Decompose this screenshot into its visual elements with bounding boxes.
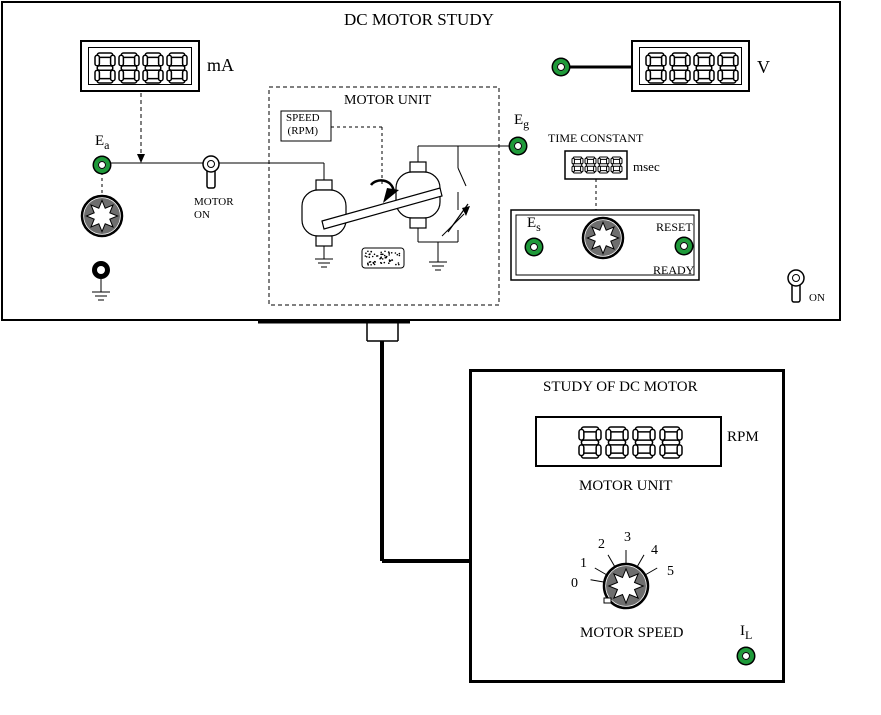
knob[interactable] — [581, 216, 625, 260]
rpm-digits — [578, 426, 683, 459]
dial-mark-0: 0 — [571, 576, 578, 591]
motor-speed-label: MOTOR SPEED — [580, 625, 684, 641]
speed-rpm-label: SPEED (RPM) — [286, 112, 320, 137]
seven-seg-digit — [659, 426, 683, 459]
il-jack[interactable] — [738, 648, 754, 664]
rpm-display — [535, 416, 722, 467]
seven-seg-digit — [632, 426, 656, 459]
il-label: IL — [740, 623, 753, 642]
seven-seg-digit — [142, 52, 164, 84]
dial-mark-4: 4 — [651, 543, 658, 558]
reset-label: RESET — [656, 220, 693, 234]
seven-seg-digit — [693, 52, 715, 84]
power-on-label: ON — [809, 292, 825, 304]
dial-mark-2: 2 — [598, 537, 605, 552]
eg-label: Eg — [514, 112, 530, 131]
eg-jack[interactable] — [510, 138, 526, 154]
panel-title: DC MOTOR STUDY — [344, 10, 494, 29]
seven-seg-digit — [669, 52, 691, 84]
voltmeter-unit: V — [757, 57, 770, 77]
ammeter-unit: mA — [207, 55, 234, 75]
toggle-switch[interactable] — [787, 269, 805, 303]
motor-on-label: MOTOR ON — [194, 196, 234, 221]
time-constant-label: TIME CONSTANT — [548, 131, 644, 145]
seven-seg-digit — [578, 426, 602, 459]
time-constant-unit: msec — [633, 159, 660, 174]
seven-seg-digit — [584, 156, 597, 174]
knob[interactable] — [80, 194, 124, 238]
es-label: Es — [527, 215, 541, 234]
seven-seg-digit — [717, 52, 739, 84]
bottom-motor-unit-label: MOTOR UNIT — [579, 478, 673, 494]
seven-seg-digit — [605, 426, 629, 459]
ea-jack[interactable] — [94, 157, 110, 173]
seven-seg-digit — [118, 52, 140, 84]
voltmeter-display — [631, 40, 750, 92]
bottom-panel-title: STUDY OF DC MOTOR — [543, 379, 698, 395]
dial-mark-3: 3 — [624, 530, 631, 545]
seven-seg-digit — [645, 52, 667, 84]
toggle-switch[interactable] — [202, 155, 220, 189]
seven-seg-digit — [610, 156, 623, 174]
dial-mark-5: 5 — [667, 564, 674, 579]
voltmeter-jack[interactable] — [553, 59, 569, 75]
ea-label: Ea — [95, 133, 110, 152]
reset-button[interactable] — [676, 238, 692, 254]
dial-mark-1: 1 — [580, 556, 587, 571]
seven-seg-digit — [166, 52, 188, 84]
ready-label: READY — [653, 263, 695, 277]
es-jack[interactable] — [526, 239, 542, 255]
ground-jack[interactable] — [92, 261, 110, 279]
ammeter-display — [80, 40, 200, 92]
seven-seg-digit — [94, 52, 116, 84]
seven-seg-digit — [571, 156, 584, 174]
seven-seg-digit — [597, 156, 610, 174]
rpm-unit: RPM — [727, 429, 759, 445]
study-of-dc-motor-panel — [469, 369, 785, 683]
ammeter-digits — [94, 52, 188, 84]
voltmeter-digits — [645, 52, 739, 84]
motor-unit-label: MOTOR UNIT — [344, 93, 432, 108]
